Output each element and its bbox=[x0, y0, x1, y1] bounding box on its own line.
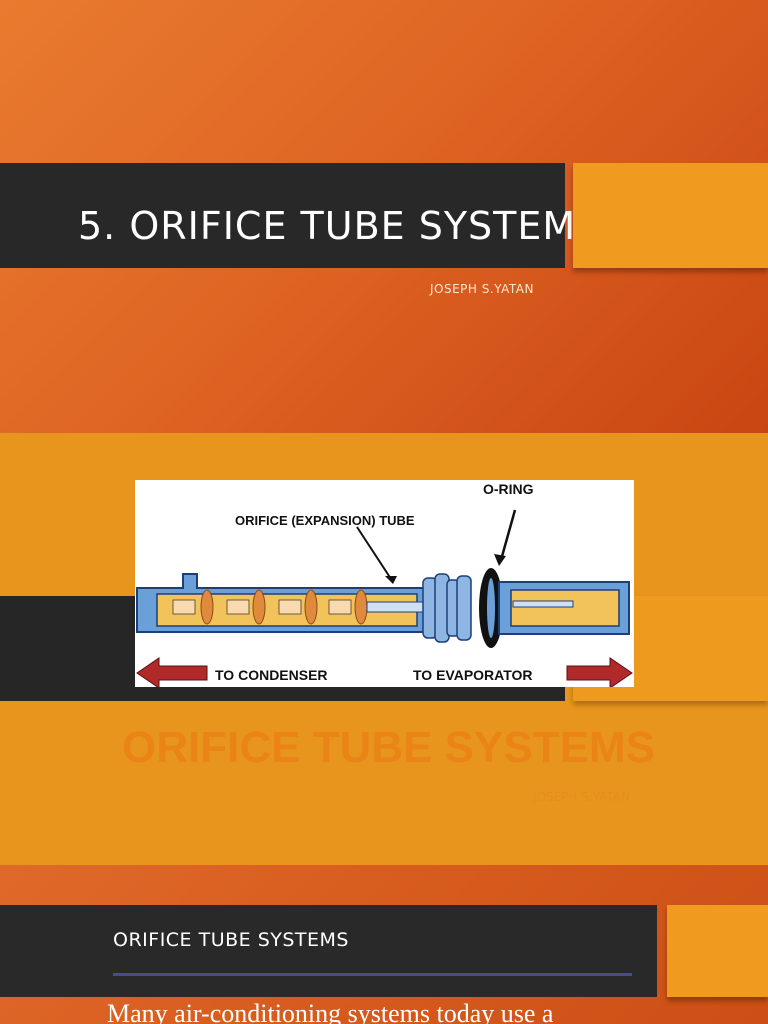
accent-block bbox=[573, 163, 768, 268]
heading-divider bbox=[113, 973, 632, 976]
slide-title-text: 5. ORIFICE TUBE SYSTEM bbox=[78, 204, 577, 248]
author-subtitle: JOSEPH S.YATAN bbox=[430, 282, 534, 296]
ghost-subtitle: JOSEPH S.YATAN bbox=[533, 790, 630, 804]
slide-title: 5. ORIFICE TUBE SYSTEM JOSEPH S.YATAN bbox=[0, 0, 768, 433]
title-bar bbox=[0, 163, 565, 268]
accent-block bbox=[667, 905, 768, 997]
tube-label: ORIFICE (EXPANSION) TUBE bbox=[235, 513, 415, 528]
slide-heading: ORIFICE TUBE SYSTEMS bbox=[113, 929, 349, 951]
slide-content: ORIFICE TUBE SYSTEMS Many air-conditioni… bbox=[0, 865, 768, 1024]
slide-diagram: ORIFICE TUBE SYSTEMS JOSEPH S.YATAN bbox=[0, 433, 768, 865]
title-bar bbox=[0, 905, 657, 997]
o-ring-label: O-RING bbox=[483, 481, 534, 497]
right-arrow bbox=[566, 657, 633, 687]
condenser-label: TO CONDENSER bbox=[215, 667, 328, 683]
slide-body-text: Many air-conditioning systems today use … bbox=[107, 999, 554, 1024]
ghost-title: ORIFICE TUBE SYSTEMS bbox=[122, 723, 655, 772]
evaporator-label: TO EVAPORATOR bbox=[413, 667, 533, 683]
orifice-tube-diagram: O-RING ORIFICE (EXPANSION) TUBE TO CONDE… bbox=[135, 480, 634, 687]
left-arrow bbox=[136, 657, 208, 687]
